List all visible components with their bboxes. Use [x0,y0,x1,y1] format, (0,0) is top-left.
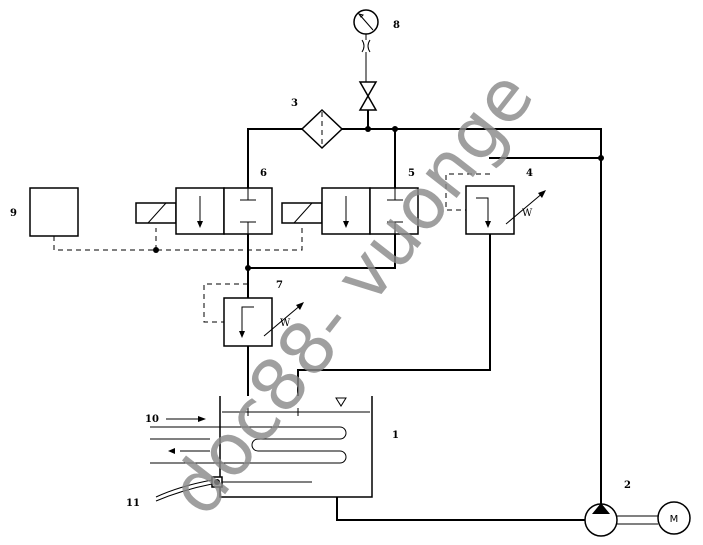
label-relief-valve-7: 7 [276,280,283,291]
label-valve-5: 5 [408,168,415,179]
pump [584,503,618,537]
label-valve-6: 6 [260,168,267,179]
spring-label-7: W [280,318,291,329]
shutoff-valve [358,81,378,111]
label-inlet: 10 [145,414,159,425]
label-tank: 1 [392,430,399,441]
relief-valve-4 [445,173,546,235]
component-labels: 1 2 3 4 5 6 7 8 9 10 11 [10,20,631,509]
label-relief-valve-4: 4 [526,168,533,179]
label-sensor: 11 [126,498,140,509]
tank [150,396,373,502]
relief-valve-7 [203,283,304,347]
label-filter: 3 [291,98,298,109]
solenoid-valve-6 [135,187,273,235]
pressure-lines [247,109,602,521]
motor: M [657,501,691,535]
control-signal-lines [53,228,303,251]
label-gauge: 8 [393,20,400,31]
label-controller: 9 [10,208,17,219]
label-pump: 2 [624,480,631,491]
filter [300,108,344,150]
junction-dots [153,126,604,271]
pump-motor-coupling [617,515,658,525]
motor-label: M [670,514,679,525]
solenoid-valve-5 [281,187,419,235]
pressure-gauge [353,9,379,82]
spring-label-4: W [522,208,533,219]
controller-box [29,187,79,237]
